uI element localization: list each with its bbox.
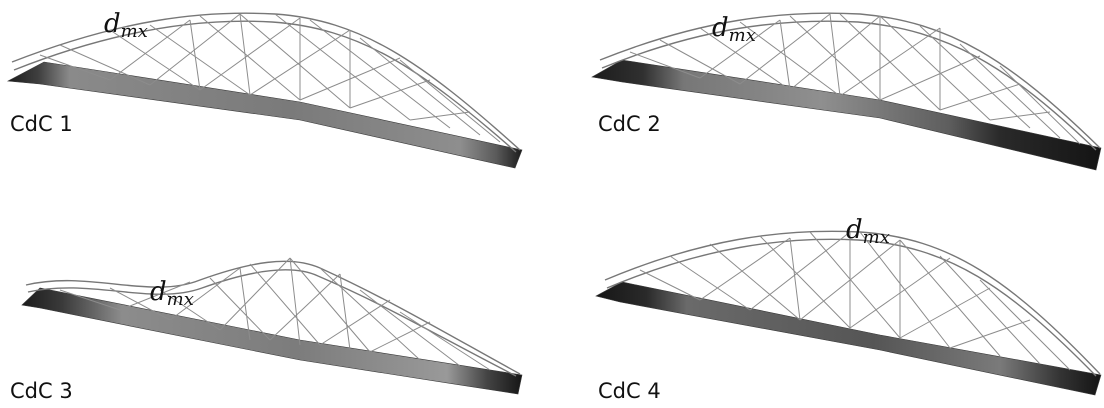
- hangers-1: [39, 13, 501, 143]
- hangers-2: [629, 13, 1081, 145]
- hangers-3: [59, 257, 491, 371]
- deck-3: [21, 287, 523, 395]
- hangers-4: [639, 231, 1071, 371]
- deck-2: [591, 59, 1102, 171]
- dmx-annotation-1: dmx: [104, 9, 148, 42]
- bridge-model-2: [591, 12, 1102, 171]
- deck-4: [595, 281, 1102, 396]
- dmx-annotation-3: dmx: [150, 277, 194, 310]
- deck-1: [6, 61, 523, 169]
- panel-1: CdC 1 dmx: [6, 9, 523, 169]
- arch-2: [599, 12, 1101, 149]
- dmx-annotation-4: dmx: [846, 215, 890, 248]
- bridge-model-3: [21, 257, 523, 395]
- panel-3: CdC 3 dmx: [10, 257, 523, 403]
- panel-label-1: CdC 1: [10, 112, 73, 136]
- dmx-annotation-2: dmx: [712, 13, 756, 46]
- panel-label-3: CdC 3: [10, 379, 73, 403]
- bridge-model-1: [6, 12, 523, 169]
- bridge-model-4: [595, 230, 1102, 396]
- panel-4: CdC 4 dmx: [595, 215, 1102, 403]
- panel-label-2: CdC 2: [598, 112, 661, 136]
- panel-label-4: CdC 4: [598, 379, 661, 403]
- panel-2: CdC 2 dmx: [591, 12, 1102, 171]
